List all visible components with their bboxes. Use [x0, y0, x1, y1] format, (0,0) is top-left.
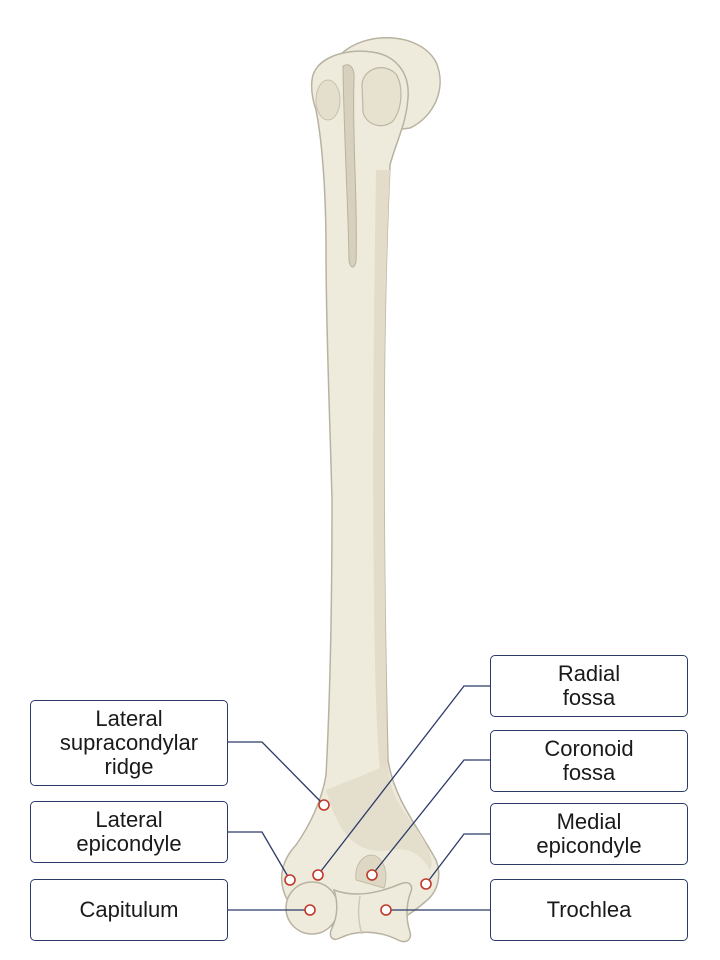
greater-tubercle: [315, 79, 341, 121]
leader-coronoid-fossa: [371, 759, 490, 876]
leader-lines: [228, 685, 490, 911]
leader-radial-fossa: [317, 685, 490, 876]
label-trochlea: Trochlea: [490, 879, 688, 941]
label-text: Coronoid fossa: [544, 736, 634, 785]
label-text: Lateral epicondyle: [76, 807, 182, 856]
marker-coronoid-fossa: [366, 869, 378, 881]
trochlea-groove: [357, 895, 363, 935]
humerus-shaft: [280, 50, 440, 927]
lesser-tubercle: [361, 67, 402, 127]
leader-lateral-ridge: [228, 741, 325, 806]
label-capitulum: Capitulum: [30, 879, 228, 941]
label-text: Capitulum: [79, 897, 179, 922]
leader-medial-epicondyle: [425, 833, 490, 885]
label-text: Lateral supracondylar ridge: [59, 706, 199, 779]
distal-shadow: [326, 765, 432, 870]
trochlea-shape: [329, 882, 413, 943]
label-text: Medial epicondyle: [536, 809, 642, 858]
label-coronoid-fossa: Coronoid fossa: [490, 730, 688, 792]
marker-capitulum: [304, 904, 316, 916]
humerus-bone: [280, 37, 441, 943]
bicipital-groove: [342, 64, 357, 268]
marker-lateral-ridge: [318, 799, 330, 811]
label-radial-fossa: Radial fossa: [490, 655, 688, 717]
label-lateral-supracondylar-ridge: Lateral supracondylar ridge: [30, 700, 228, 786]
label-lateral-epicondyle: Lateral epicondyle: [30, 801, 228, 863]
leader-lateral-epicondyle: [228, 831, 291, 881]
label-text: Trochlea: [546, 897, 632, 922]
marker-radial-fossa: [312, 869, 324, 881]
label-text: Radial fossa: [557, 661, 621, 710]
marker-lateral-epicondyle: [284, 874, 296, 886]
label-medial-epicondyle: Medial epicondyle: [490, 803, 688, 865]
marker-medial-epicondyle: [420, 878, 432, 890]
markers: [284, 799, 432, 916]
shaft-shadow: [373, 170, 390, 790]
marker-trochlea: [380, 904, 392, 916]
